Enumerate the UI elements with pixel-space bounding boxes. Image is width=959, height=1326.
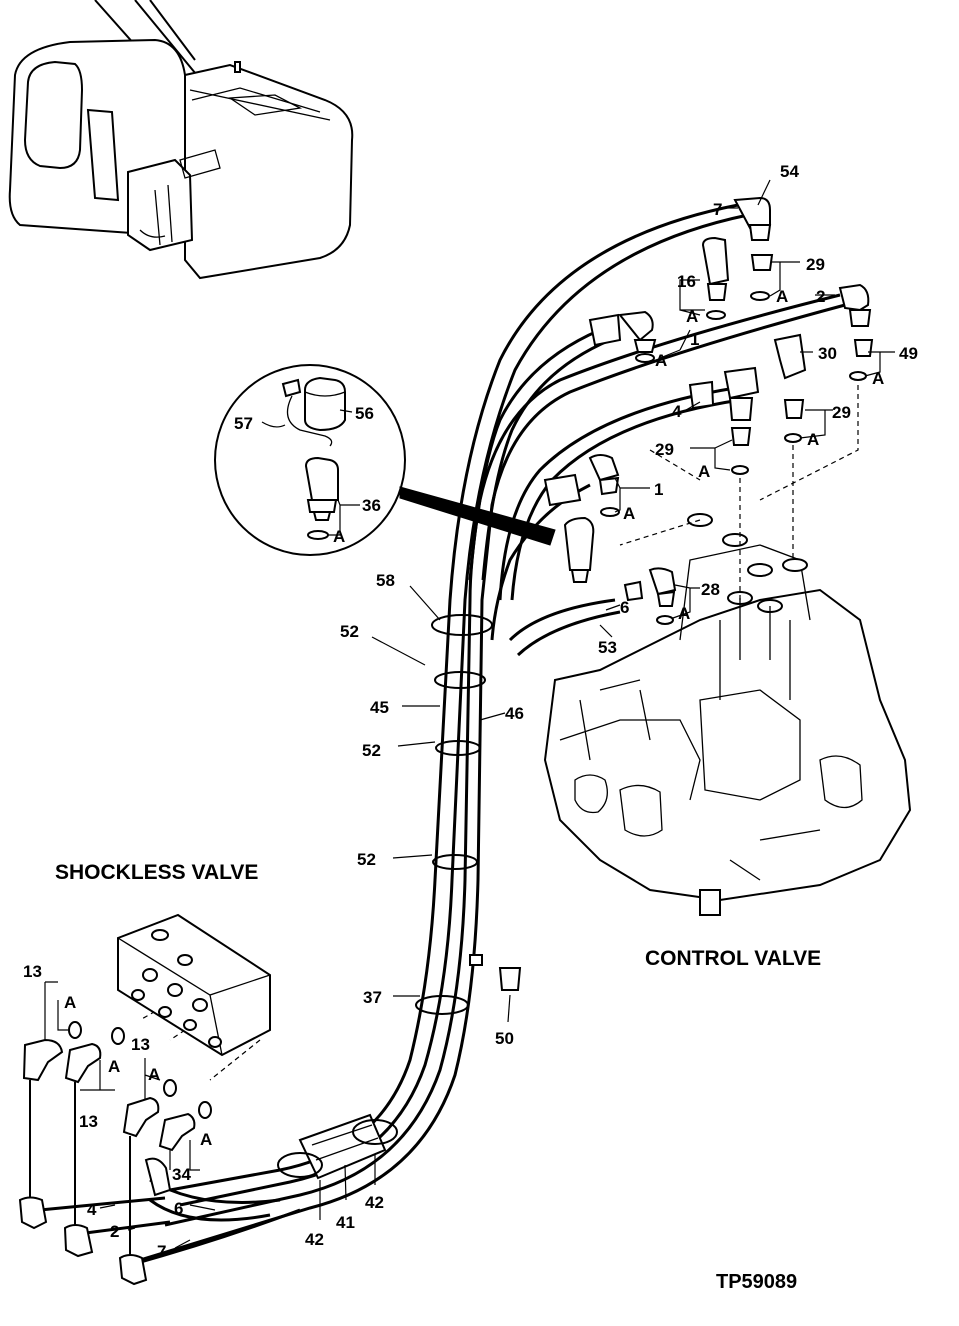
- callout-1: 1: [654, 480, 663, 499]
- excavator-locator-view: [8, 0, 354, 280]
- callout-52: 52: [362, 741, 381, 760]
- callout-30: 30: [818, 344, 837, 363]
- callout-a: A: [678, 604, 690, 623]
- leader-lines: [44, 179, 895, 1249]
- callout-52: 52: [340, 622, 359, 641]
- callout-29: 29: [832, 403, 851, 422]
- control-valve-fittings: [543, 196, 874, 625]
- callout-13: 13: [79, 1112, 98, 1131]
- callout-4: 4: [672, 402, 682, 421]
- callout-2: 2: [816, 287, 825, 306]
- callout-53: 53: [598, 638, 617, 657]
- shockless-valve: [18, 913, 271, 1286]
- detail-inset: [214, 364, 556, 556]
- shockless-valve-title: SHOCKLESS VALVE: [55, 861, 258, 884]
- callout-7: 7: [713, 200, 722, 219]
- callout-1: 1: [690, 330, 699, 349]
- control-valve-body: [543, 513, 912, 916]
- callout-2: 2: [110, 1222, 119, 1241]
- callout-a: A: [623, 504, 635, 523]
- callout-54: 54: [780, 162, 799, 181]
- callout-a: A: [108, 1057, 120, 1076]
- callout-28: 28: [701, 580, 720, 599]
- callout-36: 36: [362, 496, 381, 515]
- figure-id: TP59089: [716, 1271, 797, 1293]
- callout-a: A: [776, 287, 788, 306]
- callout-16: 16: [677, 272, 696, 291]
- callout-46: 46: [505, 704, 524, 723]
- callout-a: A: [655, 351, 667, 370]
- callout-6: 6: [174, 1199, 183, 1218]
- callout-a: A: [686, 307, 698, 326]
- callout-6: 6: [620, 598, 629, 617]
- callout-a: A: [64, 993, 76, 1012]
- callout-4: 4: [87, 1200, 97, 1219]
- callout-13: 13: [131, 1035, 150, 1054]
- callout-a: A: [807, 430, 819, 449]
- callout-42: 42: [365, 1193, 384, 1212]
- callout-a: A: [333, 527, 345, 546]
- callout-29: 29: [806, 255, 825, 274]
- callout-13: 13: [23, 962, 42, 981]
- callout-a: A: [872, 369, 884, 388]
- callout-42: 42: [305, 1230, 324, 1249]
- callout-41: 41: [336, 1213, 355, 1232]
- callout-45: 45: [370, 698, 389, 717]
- callout-34: 34: [172, 1165, 191, 1184]
- callout-29: 29: [655, 440, 674, 459]
- callout-57: 57: [234, 414, 253, 433]
- callout-58: 58: [376, 571, 395, 590]
- callout-labels: 54 7 29 16 A A 2 1 A 30 49 A 4 29 A 29 A…: [23, 162, 918, 1261]
- callout-37: 37: [363, 988, 382, 1007]
- control-valve-title: CONTROL VALVE: [645, 947, 821, 970]
- callout-a: A: [698, 462, 710, 481]
- callout-50: 50: [495, 1029, 514, 1048]
- hose-clamps: [277, 614, 522, 1180]
- callout-56: 56: [355, 404, 374, 423]
- callout-a: A: [148, 1065, 160, 1084]
- callout-7: 7: [157, 1242, 166, 1261]
- callout-a: A: [200, 1130, 212, 1149]
- hose-bundle: [39, 203, 846, 1267]
- callout-49: 49: [899, 344, 918, 363]
- callout-52: 52: [357, 850, 376, 869]
